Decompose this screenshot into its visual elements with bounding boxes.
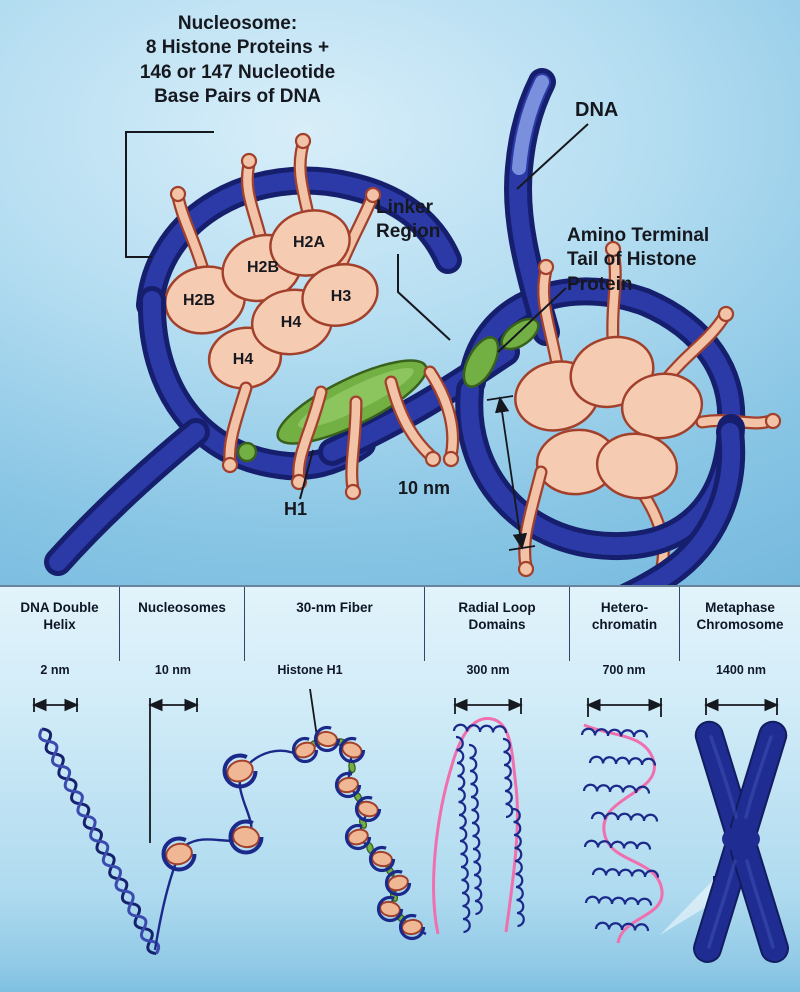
scale-2nm: 2 nm (40, 663, 70, 677)
header-nucleosomes: Nucleosomes (120, 587, 245, 661)
header-heterochromatin: Hetero- chromatin (570, 587, 680, 661)
histone-label-h2b-left: H2B (182, 292, 215, 309)
histone-label-h2b-upper: H2B (246, 259, 279, 276)
histone-label-h2a: H2A (292, 234, 325, 251)
histone-tails-back (169, 132, 782, 583)
dna-packaging-panel: DNA Double Helix Nucleosomes 30-nm Fiber… (0, 585, 800, 992)
header-radial-loop-domains: Radial Loop Domains (425, 587, 570, 661)
packaging-level-headers: DNA Double Helix Nucleosomes 30-nm Fiber… (0, 587, 800, 661)
linker-pointer (397, 254, 451, 341)
measurement-arrows (32, 688, 779, 843)
header-30nm-fiber: 30-nm Fiber (245, 587, 425, 661)
nucleosome-illustration (44, 68, 782, 585)
right-nucleosome-histones (514, 335, 704, 500)
amino-pointer (497, 287, 567, 353)
heterochromatin-drawing (580, 723, 664, 944)
pointer-lines (125, 123, 589, 500)
histone-h1-pointer (309, 688, 318, 738)
radial-loop-drawing (432, 717, 525, 935)
left-nucleosome-histones (164, 209, 379, 390)
header-metaphase-chromosome: Metaphase Chromosome (696, 600, 784, 632)
scale-1400nm: 1400 nm (715, 663, 767, 677)
amino-terminal-label: Amino Terminal Tail of Histone Protein (567, 225, 710, 295)
title-bracket (125, 131, 214, 258)
scale-300nm: 300 nm (466, 663, 510, 677)
dna-strand-back (136, 68, 746, 438)
histone-tails-front (221, 365, 548, 578)
nucleosomes-drawing (153, 749, 303, 951)
histone-label-h4-lower: H4 (232, 351, 254, 368)
dna-pointer (516, 123, 589, 190)
scale-10nm: 10 nm (154, 663, 192, 677)
scale-10nm-label: 10 nm (398, 478, 451, 498)
nucleosome-detail-panel: Nucleosome: 8 Histone Proteins + 146 or … (0, 0, 800, 585)
fiber-30nm-drawing (291, 725, 427, 941)
dna-double-helix-drawing (38, 727, 161, 956)
h1-pointer (299, 449, 314, 500)
packaging-illustration (32, 688, 789, 963)
h1-label: H1 (284, 499, 308, 519)
histone-label-h4-center: H4 (280, 314, 302, 331)
title: Nucleosome: 8 Histone Proteins + 146 or … (139, 13, 336, 107)
scale-arrow-10nm (486, 395, 536, 551)
scale-700nm: 700 nm (602, 663, 646, 677)
histone-label-h3: H3 (330, 288, 352, 305)
dna-label: DNA (575, 99, 619, 121)
metaphase-chromosome-drawing (693, 720, 789, 963)
scale-histone-h1: Histone H1 (277, 663, 343, 677)
linker-region-label: Linker Region (376, 197, 441, 243)
header-dna-double-helix: DNA Double Helix (0, 587, 120, 661)
